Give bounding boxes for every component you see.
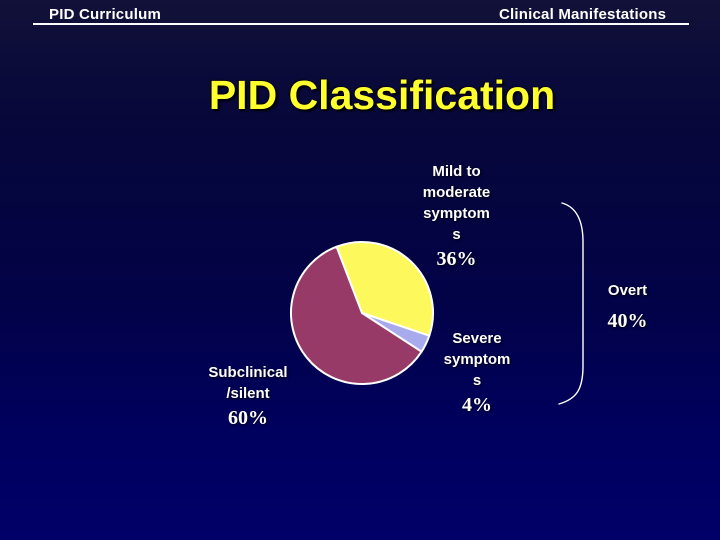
pct-subclinical: 60%: [228, 407, 268, 429]
pie-slice-subclinical-silent: [290, 245, 423, 385]
label-line: /silent: [226, 385, 270, 402]
label-line: symptom: [423, 205, 490, 222]
overt-bracket: [558, 202, 584, 405]
label-line: Severe: [452, 330, 502, 347]
label-overt: Overt 40%: [590, 280, 665, 334]
page-title: PID Classification: [208, 72, 556, 118]
label-line: s: [452, 226, 461, 243]
pie-chart: [290, 241, 434, 385]
label-mild-to-moderate: Mild to moderate symptom s 36%: [386, 161, 527, 272]
header-underline: [33, 23, 689, 25]
label-severe: Severe symptom s 4%: [407, 328, 547, 418]
pct-overt: 40%: [607, 310, 648, 332]
label-line: symptom: [443, 351, 511, 368]
bracket-curve: [558, 202, 584, 405]
label-line: Mild to: [432, 163, 481, 180]
header-right-title: Clinical Manifestations: [499, 6, 667, 23]
label-subclinical-silent: Subclinical /silent 60%: [178, 362, 318, 431]
pct-mild: 36%: [436, 248, 477, 270]
label-line: s: [472, 372, 482, 389]
pie-slice-mild-to-moderate-symptoms: [335, 241, 434, 337]
pct-severe: 4%: [462, 394, 492, 416]
header-left-title: PID Curriculum: [49, 6, 161, 23]
label-line: moderate: [422, 184, 491, 201]
label-line: Subclinical: [208, 364, 288, 381]
overt-text: Overt: [607, 282, 648, 299]
